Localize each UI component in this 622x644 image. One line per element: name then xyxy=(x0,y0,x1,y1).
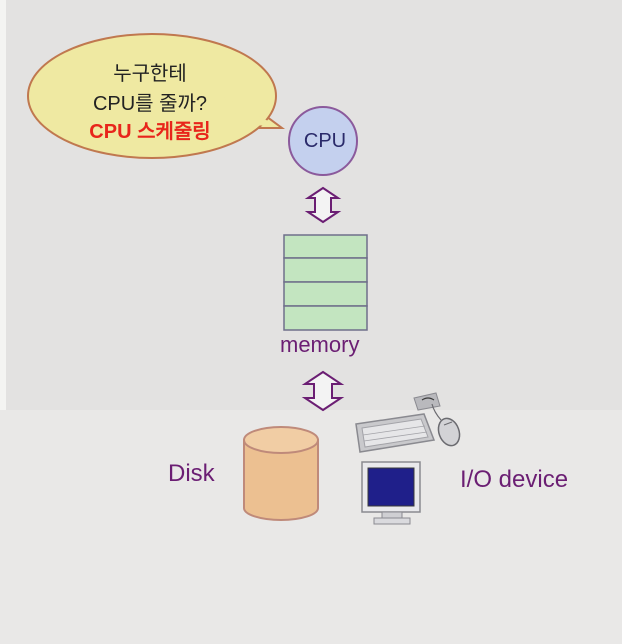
left-edge-strip xyxy=(0,0,6,644)
memory-stack xyxy=(283,234,368,331)
memory-cell xyxy=(283,234,368,259)
speech-bubble-body xyxy=(27,33,277,159)
memory-cell xyxy=(283,257,368,283)
cpu-node xyxy=(288,106,358,176)
cpu-label: CPU xyxy=(303,130,347,152)
memory-label: memory xyxy=(280,332,360,357)
disk-cylinder xyxy=(243,426,319,521)
monitor-icon xyxy=(361,461,421,525)
speech-bubble-line-2: CPU를 줄까? xyxy=(92,93,208,115)
double-arrow-cpu-memory xyxy=(304,186,342,224)
mouse-icon xyxy=(431,403,461,447)
memory-cell xyxy=(283,305,368,331)
disk-label: Disk xyxy=(168,460,215,487)
speech-bubble xyxy=(27,33,286,159)
double-arrow-memory-devices xyxy=(301,370,345,412)
speech-bubble-tail-mask xyxy=(224,97,279,127)
speech-bubble-line-1: 누구한테 xyxy=(113,63,187,85)
speech-bubble-line-3: CPU 스케줄링 xyxy=(89,121,211,143)
memory-cell xyxy=(283,281,368,307)
io-device-label: I/O device xyxy=(460,466,569,493)
keyboard-icon xyxy=(355,392,441,453)
